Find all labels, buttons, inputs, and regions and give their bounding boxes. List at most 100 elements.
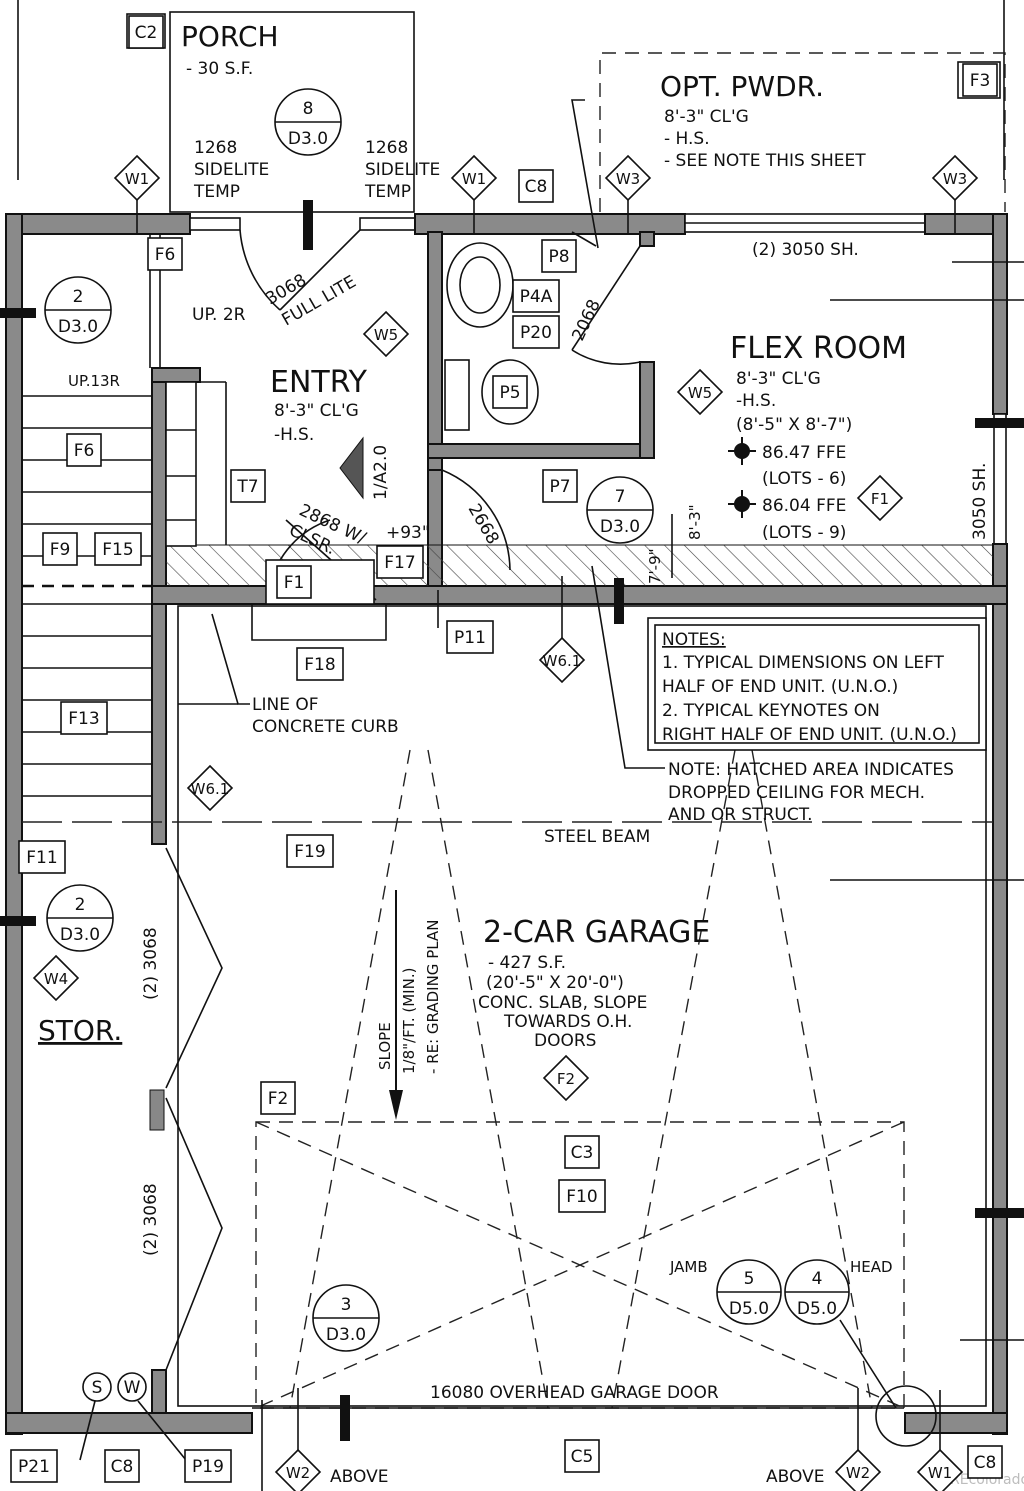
head-label: HEAD: [850, 1258, 893, 1276]
slope-label-0: SLOPE: [376, 1022, 394, 1070]
tag-c8: C8: [104, 1449, 140, 1483]
section-arrow: [339, 436, 364, 500]
tag-f10: F10: [558, 1179, 606, 1213]
room-garage-name: 2-CAR GARAGE: [483, 915, 710, 950]
svg-text:W3: W3: [943, 170, 967, 188]
ffe-2: 86.04 FFE: [762, 496, 846, 516]
curb-label-1: CONCRETE CURB: [252, 717, 399, 737]
svg-text:C3: C3: [571, 1143, 594, 1163]
wall-top-left: [5, 213, 191, 235]
ffe-marker-1: [728, 437, 756, 465]
room-porch-line-0: - 30 S.F.: [186, 59, 253, 79]
svg-text:C8: C8: [974, 1453, 997, 1473]
porch-outline: [169, 11, 415, 213]
svg-text:D3.0: D3.0: [600, 517, 640, 537]
wall-right-upper: [992, 213, 1008, 415]
curb-leader: [211, 613, 250, 705]
tag-c3: C3: [564, 1135, 600, 1169]
opt-pwdr-dashed-outline: [599, 52, 1006, 212]
tag-c2: C2: [128, 15, 164, 49]
svg-text:F10: F10: [566, 1187, 597, 1207]
svg-text:C2: C2: [135, 23, 158, 43]
svg-text:F2: F2: [268, 1089, 289, 1109]
svg-text:W1: W1: [462, 170, 486, 188]
beam-mark-4: [0, 916, 36, 926]
dim-79-label: 7'-9": [646, 548, 664, 584]
svg-text:F15: F15: [102, 540, 133, 560]
diamond-f2: F2: [542, 1054, 590, 1102]
pwdr-door-label: 2068: [568, 296, 604, 344]
sidelite-right: [359, 217, 416, 231]
ohd-label: 16080 OVERHEAD GARAGE DOOR: [430, 1383, 719, 1403]
svg-text:F6: F6: [155, 245, 176, 265]
up-13r-label: UP.13R: [68, 372, 120, 390]
wall-pwdr-bottom: [427, 443, 655, 459]
svg-text:3: 3: [341, 1295, 352, 1315]
diamond-f1: F1: [856, 474, 904, 522]
svg-text:F18: F18: [304, 655, 335, 675]
wall-pwdr-right: [639, 361, 655, 459]
svg-text:F2: F2: [557, 1070, 575, 1088]
svg-text:D5.0: D5.0: [729, 1299, 769, 1319]
stor-door-jamb: [149, 1089, 165, 1131]
window-side-label: 3050 SH.: [970, 463, 990, 540]
tag-p7: P7: [542, 469, 578, 503]
svg-text:P20: P20: [520, 323, 552, 343]
sidelite-left-1: SIDELITE: [194, 160, 269, 180]
pwdr-door-leaf: [571, 245, 641, 351]
detail-callout-7-d30: 7D3.0: [586, 476, 654, 544]
fixture-s: S: [92, 1378, 103, 1398]
curb-label-0: LINE OF: [252, 695, 319, 715]
svg-text:F13: F13: [68, 709, 99, 729]
svg-text:5: 5: [744, 1269, 755, 1289]
diamond-leaders: [136, 196, 956, 1491]
room-garage-line-1: (20'-5" X 20'-0"): [486, 973, 624, 993]
svg-text:W1: W1: [928, 1464, 952, 1482]
tag-t7: T7: [230, 469, 266, 503]
detail-callout-4-d50: 4D5.0: [784, 1259, 850, 1325]
room-flex-line-0: 8'-3" CL'G: [736, 369, 821, 389]
tag-p20: P20: [512, 315, 560, 349]
room-garage-line-4: DOORS: [534, 1031, 596, 1051]
svg-text:P4A: P4A: [520, 287, 553, 307]
stor-door-label-2: (2) 3068: [141, 1183, 161, 1256]
detail-callout-5-d50: 5D5.0: [716, 1259, 782, 1325]
beam-mark-3: [0, 308, 36, 318]
tag-f17: F17: [376, 545, 424, 579]
wall-pwdr-stub: [639, 231, 655, 247]
svg-text:F1: F1: [284, 573, 305, 593]
svg-text:F11: F11: [26, 848, 57, 868]
room-opt-pwdr-line-1: - H.S.: [664, 129, 710, 149]
svg-text:W2: W2: [846, 1464, 870, 1482]
tag-f13: F13: [60, 701, 108, 735]
svg-text:F19: F19: [294, 842, 325, 862]
diamond-w1: W1: [916, 1448, 964, 1491]
tag-f15: F15: [94, 532, 142, 566]
svg-text:F3: F3: [970, 71, 991, 91]
svg-text:D3.0: D3.0: [58, 317, 98, 337]
up-2r-label: UP. 2R: [192, 305, 246, 325]
beam-mark-2: [340, 1395, 350, 1441]
garage-door-dashed-lines: [255, 749, 905, 1409]
diamond-w5: W5: [676, 368, 724, 416]
detail-callout-3-d30: 3D3.0: [312, 1284, 380, 1352]
garage-inner-outline: [177, 605, 987, 1407]
svg-text:W6.1: W6.1: [543, 652, 582, 670]
svg-text:D5.0: D5.0: [797, 1299, 837, 1319]
entry-threshold-mark: [303, 200, 313, 250]
beam-mark-6: [975, 1208, 1024, 1218]
ffe-marker-2: [728, 490, 756, 518]
tag-c8: C8: [967, 1445, 1003, 1479]
tag-f6: F6: [66, 433, 102, 467]
notes-title: NOTES:: [662, 630, 726, 650]
room-porch-name: PORCH: [181, 20, 279, 53]
wall-pwdr-left: [427, 231, 443, 471]
stor-door-label-1: (2) 3068: [141, 927, 161, 1000]
tag-f6: F6: [147, 237, 183, 271]
sidelite-left-2: TEMP: [193, 182, 240, 202]
diamond-w61: W6.1: [538, 636, 586, 684]
entry-shelves: [165, 381, 197, 547]
jamb-label: JAMB: [669, 1258, 708, 1276]
svg-text:T7: T7: [236, 477, 258, 497]
sidelite-right-2: TEMP: [364, 182, 411, 202]
